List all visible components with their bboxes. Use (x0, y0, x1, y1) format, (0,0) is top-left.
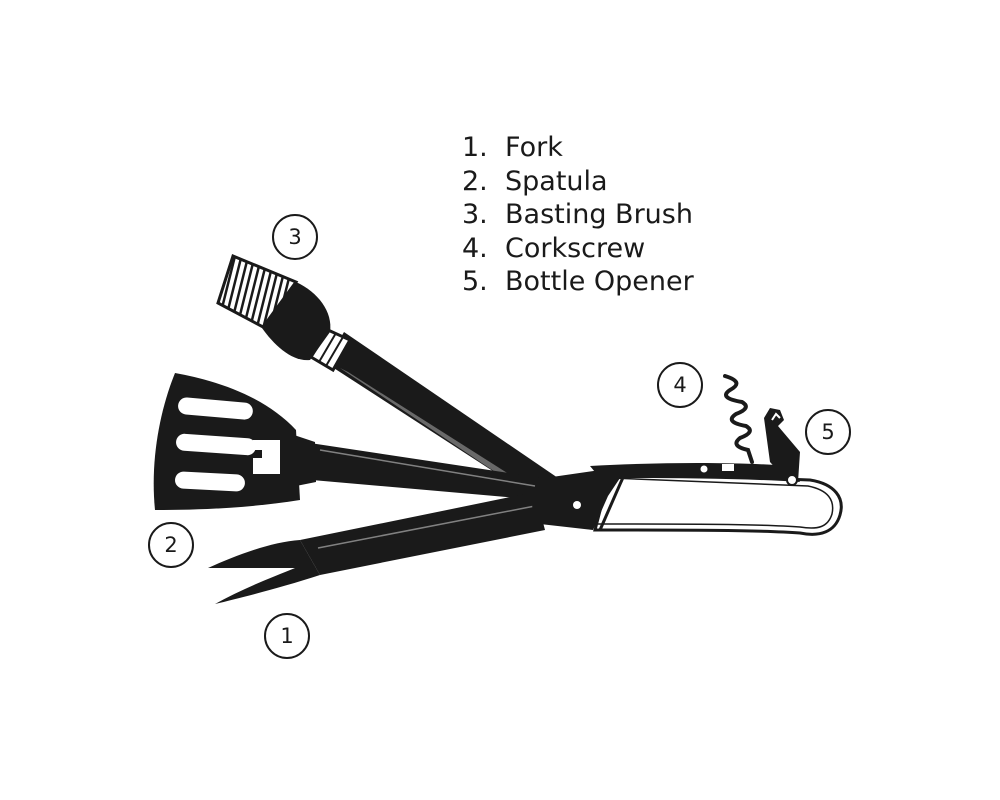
brush-neck (262, 282, 331, 361)
legend-item-label: Corkscrew (505, 232, 646, 264)
bottle-opener-cutout (253, 440, 280, 474)
basting-brush (216, 253, 558, 497)
tool-body (532, 463, 843, 536)
legend-item-number: 5. (462, 266, 488, 297)
rivet (786, 474, 798, 486)
body-top-rail (590, 463, 800, 482)
pivot-rivet (573, 501, 581, 509)
callout-corkscrew: 4 (657, 362, 703, 408)
legend-item-number: 3. (462, 199, 488, 230)
legend-item-corkscrew: 4. Corkscrew (462, 232, 694, 266)
legend-item-number: 4. (462, 232, 488, 264)
corkscrew (723, 374, 754, 464)
spatula-slot (178, 397, 253, 420)
spatula-slot (176, 433, 256, 456)
spatula (153, 373, 542, 510)
legend-item-label: Spatula (505, 165, 608, 197)
spatula-slot (175, 471, 245, 492)
legend-item-label: Basting Brush (505, 199, 693, 230)
legend-item-fork: 1. Fork (462, 131, 694, 165)
callout-basting-brush: 3 (272, 214, 318, 260)
callout-bottle-opener: 5 (805, 409, 851, 455)
callout-spatula: 2 (148, 522, 194, 568)
legend-item-label: Bottle Opener (505, 266, 694, 297)
fork-handle (300, 492, 545, 575)
callout-fork: 1 (264, 613, 310, 659)
spatula-handle (310, 443, 542, 500)
legend-item-label: Fork (505, 132, 563, 163)
legend-item-spatula: 2. Spatula (462, 165, 694, 199)
rivet (700, 465, 708, 473)
brush-handle-highlight (340, 368, 534, 494)
legend-item-basting-brush: 3. Basting Brush (462, 198, 694, 232)
legend-item-number: 1. (462, 132, 488, 163)
pivot-plate (532, 466, 628, 530)
corkscrew-spiral (723, 374, 754, 464)
legend-item-bottle-opener: 5. Bottle Opener (462, 265, 694, 299)
rivet-slot (722, 464, 734, 471)
fork-tines (208, 540, 320, 604)
parts-legend: 1. Fork 2. Spatula 3. Basting Brush 4. C… (462, 131, 694, 299)
brush-handle (326, 332, 558, 497)
fork (208, 492, 545, 604)
legend-item-number: 2. (462, 165, 488, 197)
body-inner-edge (597, 477, 834, 529)
